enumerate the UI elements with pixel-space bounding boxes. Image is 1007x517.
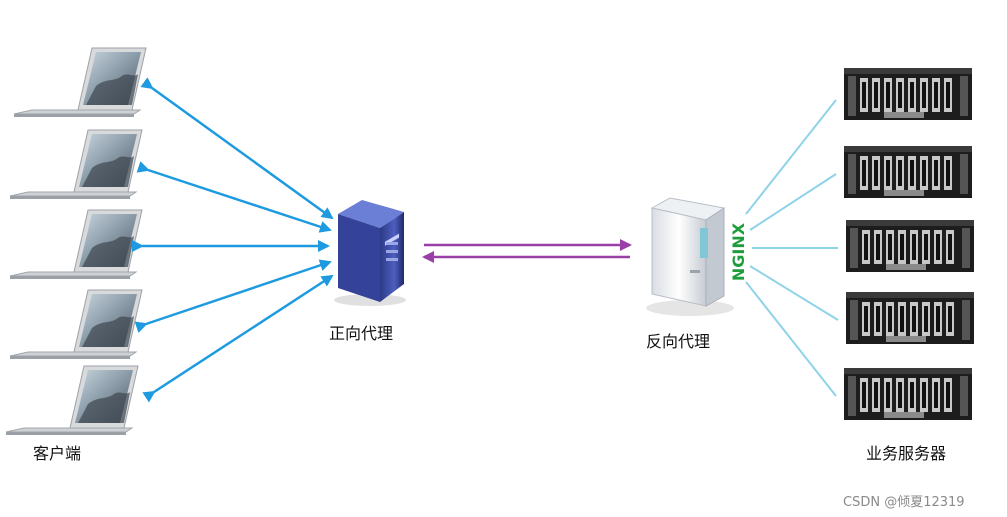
clients-label: 客户端 <box>33 444 82 463</box>
servers-label: 业务服务器 <box>866 444 947 463</box>
server-rack-4 <box>846 292 974 344</box>
forward-proxy-server-icon <box>334 200 406 306</box>
forward-proxy-label: 正向代理 <box>329 324 394 343</box>
client-laptop-5 <box>5 365 139 436</box>
watermark: CSDN @倾夏12319 <box>843 495 965 510</box>
server-line-5 <box>745 281 837 397</box>
server-rack-1 <box>844 68 972 120</box>
client-arrow-4 <box>134 259 332 333</box>
server-line-2 <box>749 173 837 231</box>
server-rack-5 <box>844 368 972 420</box>
client-laptop-3 <box>9 209 143 280</box>
client-arrow-2 <box>136 161 332 233</box>
server-line-1 <box>745 99 837 215</box>
client-arrows <box>132 77 334 403</box>
client-arrow-5 <box>142 274 334 403</box>
server-rack-3 <box>846 220 974 272</box>
server-lines <box>745 99 839 397</box>
server-rack-2 <box>844 146 972 198</box>
nginx-logo-text: NGINX <box>729 222 748 281</box>
client-laptop-1 <box>13 47 147 118</box>
reverse-proxy-label: 反向代理 <box>646 332 711 351</box>
reverse-proxy-server-icon <box>646 197 734 316</box>
server-line-4 <box>749 265 839 321</box>
client-laptop-2 <box>9 129 143 200</box>
client-arrow-1 <box>140 77 334 220</box>
proxy-link-arrows <box>422 239 632 263</box>
client-laptop-4 <box>9 289 143 360</box>
